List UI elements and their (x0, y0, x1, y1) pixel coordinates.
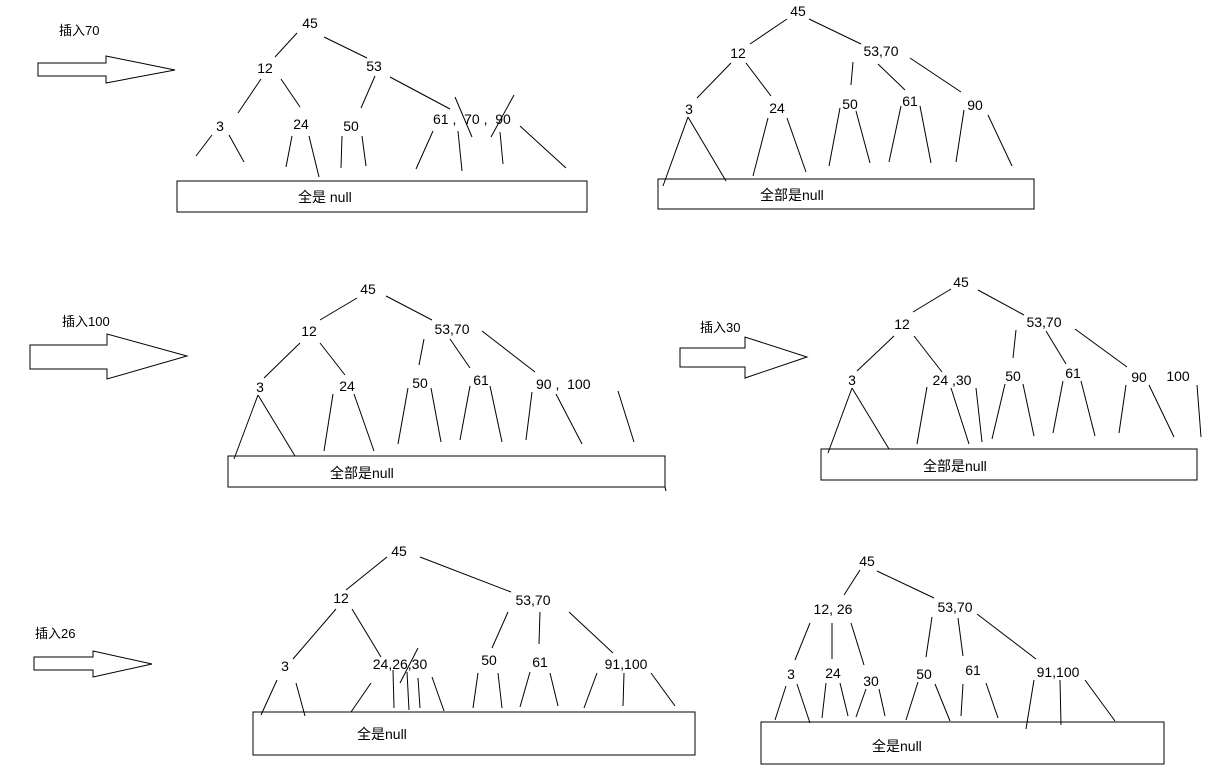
null-label: 全是null (872, 738, 922, 754)
tree-node: 50 (1005, 368, 1021, 384)
step-insert-30: 插入30 (679, 320, 809, 379)
tree-node: 24 (339, 378, 355, 394)
tree-node: 53,70 (937, 599, 972, 615)
null-leaves-box (176, 180, 588, 213)
tree-node: 24 (825, 665, 841, 681)
tree-2: 45 12 53,70 3 24 50 61 90 全部是null (657, 3, 1035, 210)
tree-node: 3 (787, 666, 795, 682)
tree-node: 91,100 (605, 656, 648, 672)
step-insert-70: 插入70 (37, 23, 176, 84)
tree-node: 53,70 (863, 43, 898, 59)
step-label-insert-26: 插入26 (35, 626, 75, 641)
null-leaves-box (820, 448, 1198, 481)
step-label-insert-100: 插入100 (62, 314, 110, 329)
null-leaves-box (227, 455, 666, 488)
tree-node: 12 (730, 45, 746, 61)
null-label: 全部是null (923, 458, 987, 474)
tree-node: 91,100 (1037, 664, 1080, 680)
tree-6: 45 12, 26 53,70 3 24 30 50 61 91,100 全是n… (760, 553, 1165, 765)
tree-node: 12 (257, 60, 273, 76)
null-leaves-box (760, 721, 1165, 765)
tree-node: 45 (360, 281, 376, 297)
tree-node: 3 (216, 118, 224, 134)
tree-node: 61 (902, 93, 918, 109)
tree-node: 90 (1131, 369, 1147, 385)
tree-node: 53 (366, 58, 382, 74)
tree-node: 50 (343, 118, 359, 134)
right-arrow-icon (33, 650, 153, 678)
tree-node: 50 (842, 96, 858, 112)
tree-node: 45 (859, 553, 875, 569)
tree-node: 53,70 (1026, 314, 1061, 330)
tree-node: 12 (894, 316, 910, 332)
tree-node: 3 (848, 372, 856, 388)
tree-node: 24 (769, 100, 785, 116)
tree-1: 45 12 53 3 24 50 61 , 70 , 90 全是 null (176, 15, 588, 213)
tree-node: 3 (281, 658, 289, 674)
tree-node: 45 (953, 274, 969, 290)
tree-node: 3 (256, 379, 264, 395)
step-insert-100: 插入100 (29, 314, 189, 380)
tree-node: 61 (532, 654, 548, 670)
right-arrow-icon (679, 336, 809, 379)
tree-node: 61 , 70 , 90 (433, 111, 511, 127)
tree-node: 50 (412, 375, 428, 391)
tree-4: 45 12 53,70 3 24 ,30 50 61 90 100 全部是nul… (820, 274, 1202, 481)
step-label-insert-70: 插入70 (59, 23, 99, 38)
tree-node: 90 , 100 (536, 376, 591, 392)
tree-node: 30 (863, 673, 879, 689)
tree-node: 3 (685, 101, 693, 117)
tree-node: 50 (916, 666, 932, 682)
tree-node: 24 (293, 116, 309, 132)
tree-5: 45 12 53,70 3 24,26,30 50 61 91,100 全是nu… (252, 543, 696, 756)
tree-node: 90 (967, 97, 983, 113)
null-label: 全是 null (298, 189, 352, 205)
step-label-insert-30: 插入30 (700, 320, 740, 335)
null-leaves-box (657, 178, 1035, 210)
null-label: 全部是null (330, 465, 394, 481)
tree-node: 12 (301, 323, 317, 339)
right-arrow-icon (29, 333, 189, 380)
tree-3: 45 12 53,70 3 24 50 61 90 , 100 全部是null (227, 281, 667, 492)
tree-node: 12 (333, 590, 349, 606)
tree-node: 53,70 (515, 592, 550, 608)
tree-node: 12, 26 (814, 601, 853, 617)
right-arrow-icon (37, 55, 176, 84)
tree-node: 24 ,30 (933, 372, 972, 388)
tree-node: 61 (473, 372, 489, 388)
tree-node: 61 (1065, 365, 1081, 381)
tree-node: 53,70 (434, 321, 469, 337)
tree-node: 61 (965, 662, 981, 678)
null-leaves-box (252, 711, 696, 756)
null-label: 全是null (357, 726, 407, 742)
tree-node: 50 (481, 652, 497, 668)
tree-node: 24,26,30 (373, 656, 428, 672)
tree-node: 100 (1166, 368, 1190, 384)
tree-node: 45 (790, 3, 806, 19)
step-insert-26: 插入26 (33, 626, 153, 678)
null-label: 全部是null (760, 187, 824, 203)
tree-node: 45 (391, 543, 407, 559)
tree-node: 45 (302, 15, 318, 31)
